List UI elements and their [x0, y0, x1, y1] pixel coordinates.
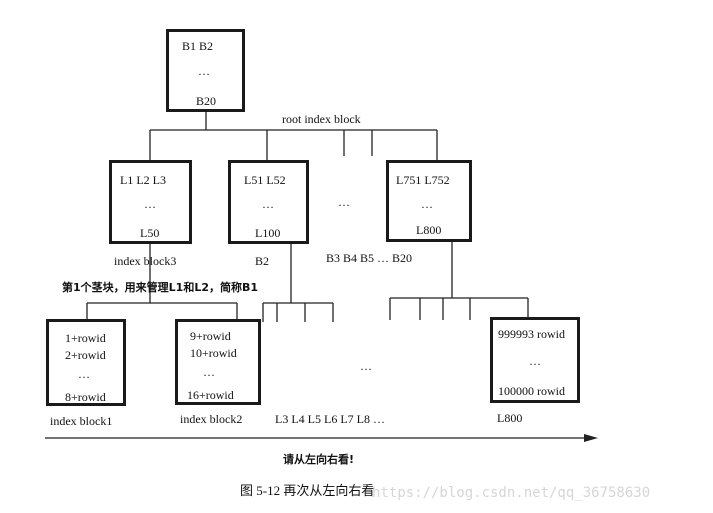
- leaf-middle-label: L3 L4 L5 L6 L7 L8 …: [275, 412, 385, 426]
- branch-block-3-last: L800: [416, 223, 442, 237]
- root-block-last: B20: [196, 94, 217, 108]
- leaf-block-2: [175, 319, 261, 405]
- branch-block-1: [109, 160, 192, 244]
- leaf-block-1-row1: 1+rowid: [65, 331, 106, 345]
- branch-block-2: [228, 160, 309, 244]
- branch-block-2-last: L100: [255, 226, 281, 240]
- branch-block-2-label: B2: [255, 254, 270, 268]
- leaf-block-2-row1: 9+rowid: [190, 329, 231, 343]
- branch-block-2-dots: …: [262, 197, 274, 211]
- branch-middle-dots: …: [338, 195, 350, 209]
- leaf-block-1-row2: 2+rowid: [65, 348, 106, 362]
- leaf-block-2-dots: …: [203, 365, 215, 379]
- branch-block-1-label: index block3: [114, 254, 177, 268]
- leaf-block-1-label: index block1: [50, 414, 113, 428]
- leaf-block-1-row3: 8+rowid: [65, 390, 106, 404]
- branch-block-3: [386, 160, 472, 242]
- branch-block-3-dots: …: [421, 197, 433, 211]
- branch-middle-label: B3 B4 B5 … B20: [326, 251, 413, 265]
- branch-block-2-keys: L51 L52: [244, 173, 286, 187]
- annotation-text: 第1个茎块，用来管理L1和L2，简称B1: [62, 281, 259, 294]
- arrow-head: [584, 434, 598, 442]
- leaf-block-1: [46, 319, 126, 406]
- leaf-block-3-row3: 100000 rowid: [498, 384, 565, 398]
- leaf-block-3-label: L800: [497, 411, 523, 425]
- arrow-caption: 请从左向右看!: [283, 453, 355, 466]
- branch-block-1-dots: …: [144, 197, 156, 211]
- leaf-block-2-row2: 10+rowid: [190, 346, 237, 360]
- root-block-label: root index block: [282, 112, 361, 126]
- leaf-block-3: [490, 317, 580, 403]
- leaf-block-2-row3: 16+rowid: [187, 388, 234, 402]
- leaf-block-3-row1: 999993 rowid: [498, 327, 565, 341]
- leaf-middle-dots: …: [360, 359, 372, 373]
- root-block-keys: B1 B2: [182, 39, 214, 53]
- branch-block-3-keys: L751 L752: [396, 173, 450, 187]
- watermark-url: https://blog.csdn.net/qq_36758630: [372, 485, 651, 501]
- leaf-block-2-label: index block2: [180, 412, 243, 426]
- branch-block-1-last: L50: [140, 226, 160, 240]
- leaf-block-3-dots: …: [529, 354, 541, 368]
- branch-block-1-keys: L1 L2 L3: [120, 173, 166, 187]
- root-block: [166, 29, 245, 112]
- figure-caption: 图 5-12 再次从左向右看: [240, 483, 375, 498]
- leaf-block-1-dots: …: [78, 367, 90, 381]
- root-block-dots: …: [198, 64, 210, 78]
